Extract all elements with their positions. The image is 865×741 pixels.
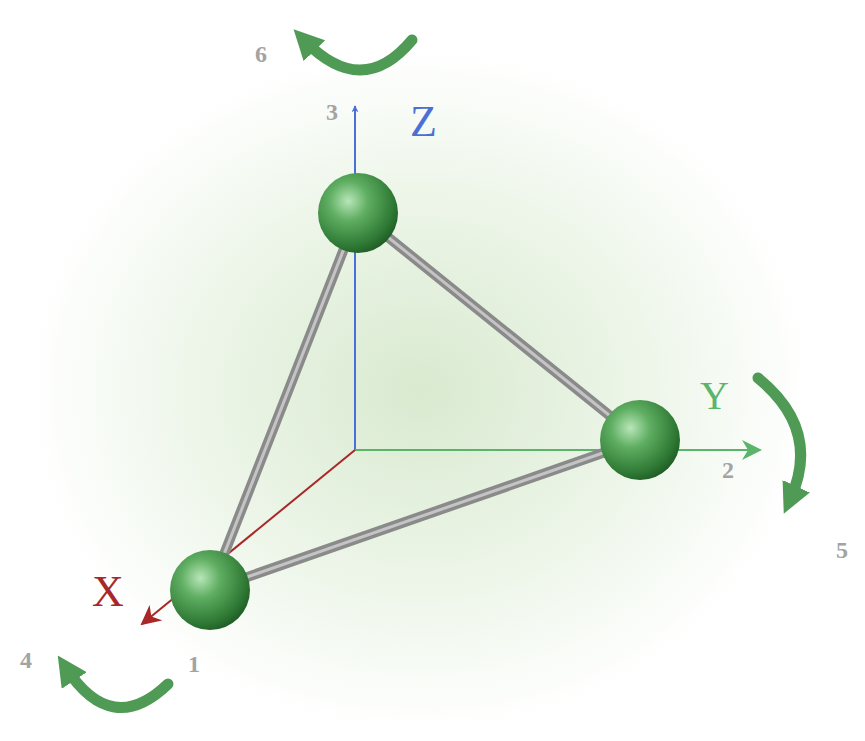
z-axis	[354, 106, 356, 450]
callout-number: 3	[326, 100, 338, 124]
callout-number: 5	[836, 538, 848, 562]
bonds	[210, 213, 640, 590]
callout-number: 6	[255, 42, 267, 66]
rotation-arrow	[758, 378, 801, 500]
axis-label: Y	[700, 376, 729, 416]
atom-sphere	[318, 173, 398, 253]
y-axis	[355, 449, 760, 451]
background-glow	[30, 50, 810, 730]
callout-number: 4	[20, 648, 32, 672]
atom-sphere	[600, 400, 680, 480]
atom-sphere	[170, 550, 250, 630]
axis-label: X	[92, 570, 124, 614]
callout-number: 1	[188, 652, 200, 676]
rotation-arrow	[304, 40, 412, 70]
rotation-arrow	[66, 668, 168, 708]
callout-number: 2	[722, 458, 734, 482]
axis-label: Z	[410, 100, 437, 144]
